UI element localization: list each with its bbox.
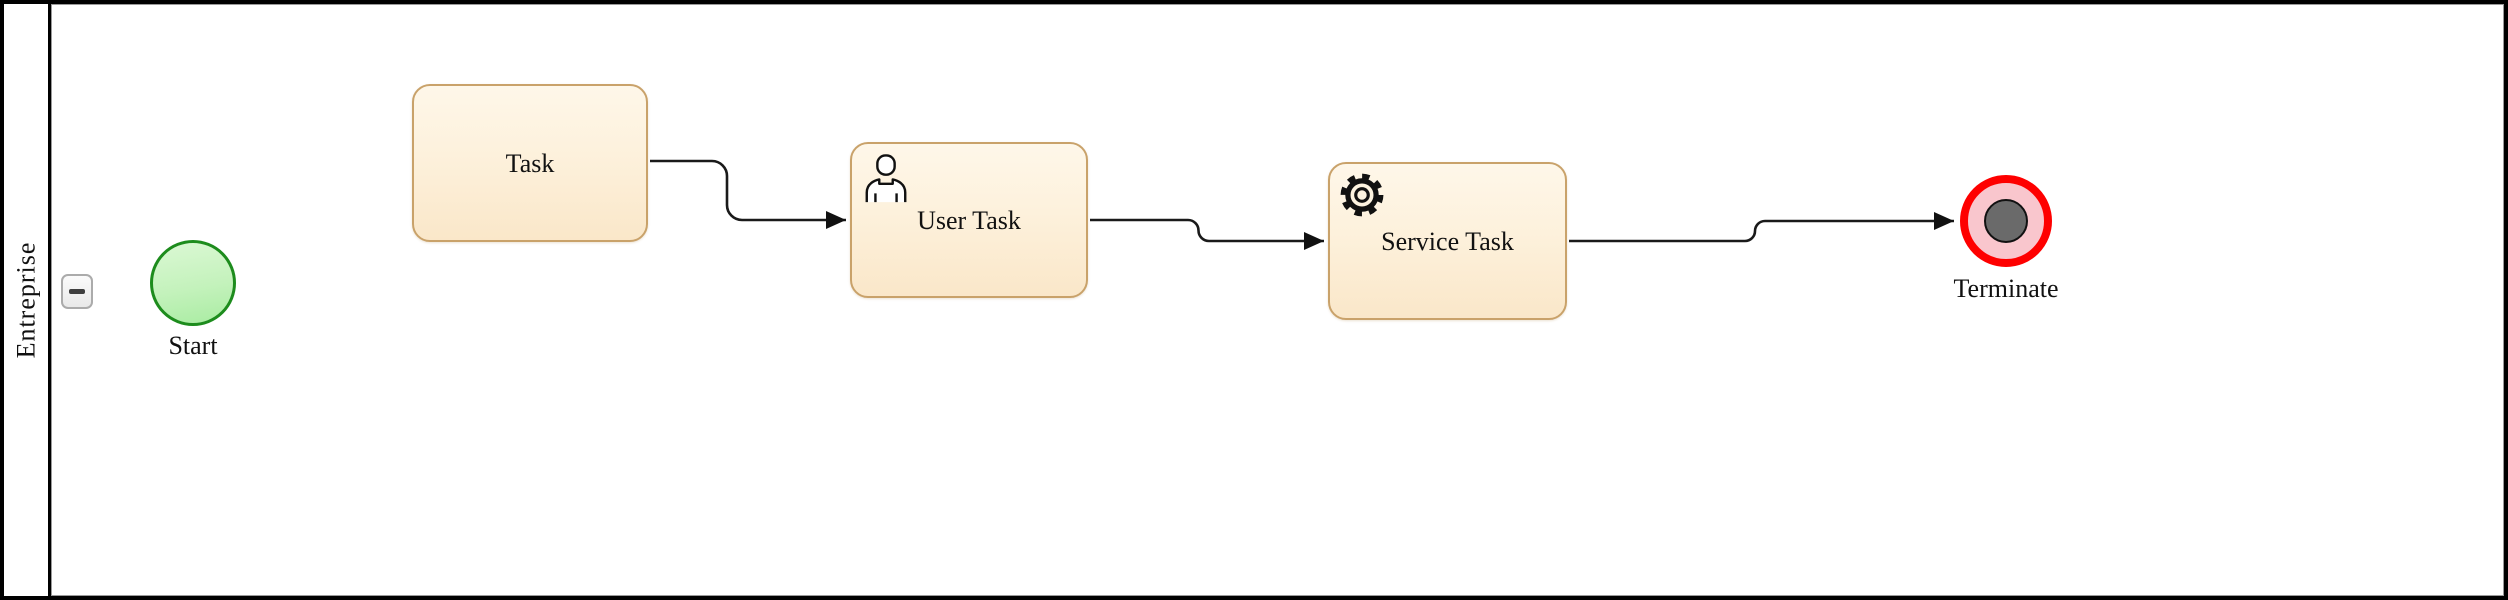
flow-servicetask-to-terminate[interactable] <box>1569 212 1954 243</box>
gear-icon <box>1340 173 1384 217</box>
service-task-node[interactable]: Service Task <box>1328 162 1567 320</box>
terminate-core-icon <box>1984 199 2028 243</box>
user-icon <box>865 154 907 203</box>
terminate-end-event[interactable] <box>1960 175 2052 267</box>
pool-label: Entreprise <box>11 241 40 359</box>
pool-label-band[interactable]: Entreprise <box>4 4 51 596</box>
minus-icon <box>69 289 85 294</box>
start-event-label: Start <box>168 331 218 360</box>
user-task-node[interactable]: User Task <box>850 142 1088 298</box>
flow-usertask-to-servicetask[interactable] <box>1090 218 1324 250</box>
task-node[interactable]: Task <box>412 84 648 242</box>
service-task-label: Service Task <box>1381 226 1514 256</box>
start-event[interactable] <box>150 240 236 326</box>
task-label: Task <box>505 148 555 178</box>
pool-collapse-button[interactable] <box>61 274 93 309</box>
flow-task-to-usertask[interactable] <box>650 159 846 229</box>
terminate-event-label: Terminate <box>1953 274 2059 303</box>
user-task-label: User Task <box>917 205 1021 235</box>
